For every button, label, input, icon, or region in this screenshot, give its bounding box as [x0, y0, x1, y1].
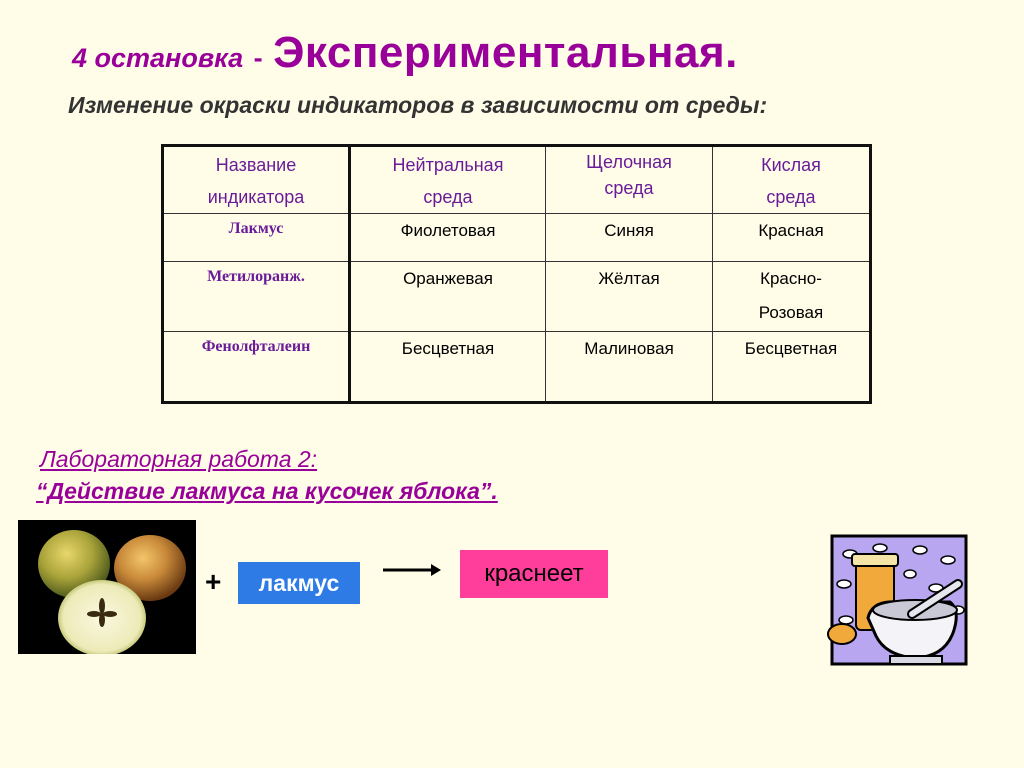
apple-photo	[18, 520, 196, 656]
cell-acidic: Красная	[712, 213, 871, 262]
cell-alkaline: Малиновая	[545, 331, 713, 403]
header-alkaline: Щелочная среда	[545, 145, 713, 214]
cell-neutral: Фиолетовая	[349, 213, 546, 262]
row-name-litmus: Лакмус	[162, 213, 351, 262]
table-row: Метилоранж. Оранжевая Жёлтая Красно- Роз…	[162, 261, 871, 332]
title-dash: -	[253, 43, 263, 73]
row-name-phenolphthalein: Фенолфталеин	[162, 331, 351, 403]
header-indicator-name: Название индикатора	[162, 145, 351, 214]
indicator-table: Название индикатора Нейтральная среда Ще…	[161, 144, 872, 404]
table-header-row: Название индикатора Нейтральная среда Ще…	[162, 145, 871, 214]
slide-subtitle: Изменение окраски индикаторов в зависимо…	[68, 92, 768, 118]
plus-sign: +	[205, 566, 222, 597]
header-neutral: Нейтральная среда	[349, 145, 546, 214]
cell-acidic: Красно- Розовая	[712, 261, 871, 332]
arrow-right-icon	[383, 564, 441, 576]
lab-work-title: Лабораторная работа 2:	[40, 446, 318, 472]
cell-alkaline: Синяя	[545, 213, 713, 262]
litmus-box: лакмус	[238, 562, 360, 604]
table-row: Фенолфталеин Бесцветная Малиновая Бесцве…	[162, 331, 871, 403]
cell-acidic: Бесцветная	[712, 331, 871, 403]
cell-alkaline: Жёлтая	[545, 261, 713, 332]
cell-neutral: Оранжевая	[349, 261, 546, 332]
table-row: Лакмус Фиолетовая Синяя Красная	[162, 213, 871, 262]
result-box: краснеет	[460, 550, 608, 598]
row-name-methyl-orange: Метилоранж.	[162, 261, 351, 332]
lab-work-topic: “Действие лакмуса на кусочек яблока”.	[36, 478, 498, 504]
title-main: Экспериментальная.	[273, 28, 738, 77]
header-acidic: Кислая среда	[712, 145, 871, 214]
title-prefix: 4 остановка	[72, 43, 244, 73]
mortar-pestle-icon	[827, 534, 968, 666]
slide-title: 4 остановка - Экспериментальная.	[72, 28, 738, 78]
cell-neutral: Бесцветная	[349, 331, 546, 403]
